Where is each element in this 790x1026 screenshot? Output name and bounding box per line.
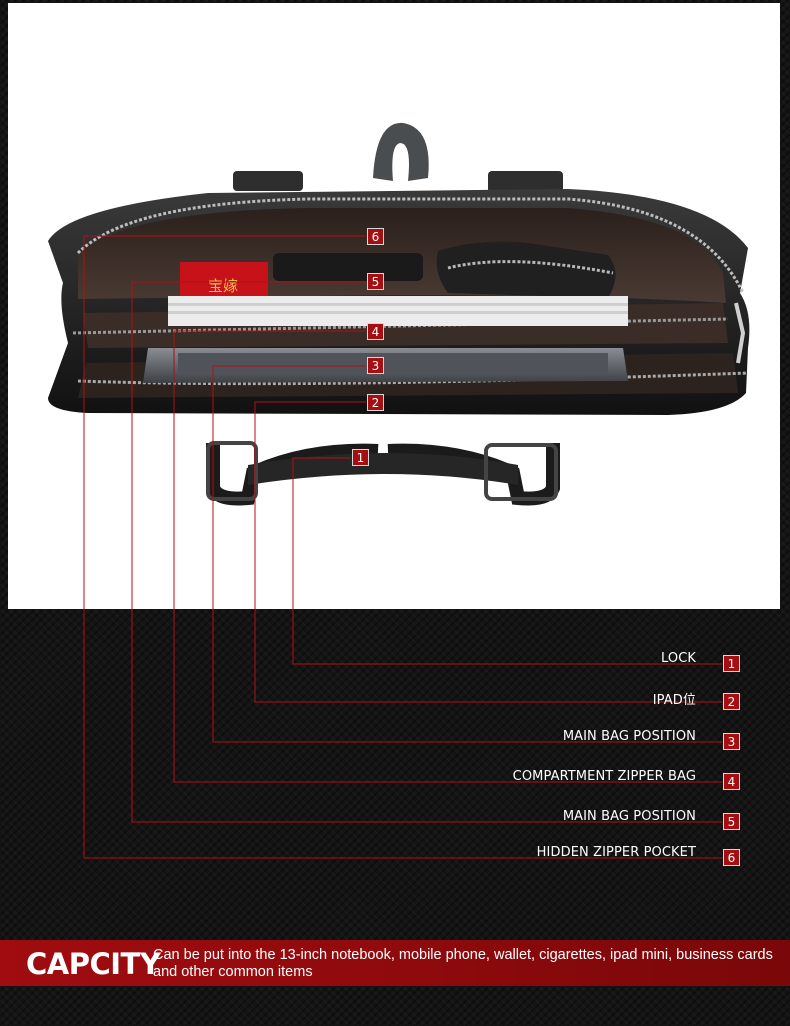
photo-badge-2: 2 [367,394,384,411]
top-strap [373,122,429,181]
photo-badge-5: 5 [367,273,384,290]
legend-label-lock: LOCK [660,651,696,666]
legend-badge-4: 4 [723,773,740,790]
photo-badge-6: 6 [367,228,384,245]
legend-label-compartment: COMPARTMENT ZIPPER BAG [512,769,696,784]
banner-title: CAPCITY [26,947,161,981]
legend-badge-5: 5 [723,813,740,830]
card-text: 宝嫁 [208,277,238,295]
legend-label-ipad: IPAD位 [652,693,696,708]
legend-label-main-bag-2: MAIN BAG POSITION [562,809,696,824]
legend-badge-1: 1 [723,655,740,672]
legend-badge-2: 2 [723,693,740,710]
product-photo: 宝嫁 [8,3,780,609]
legend-label-main-bag: MAIN BAG POSITION [562,729,696,744]
photo-badge-4: 4 [367,323,384,340]
legend-label-hidden-pocket: HIDDEN ZIPPER POCKET [536,845,696,860]
capacity-banner: CAPCITY Can be put into the 13-inch note… [0,940,790,986]
photo-badge-1: 1 [352,449,369,466]
banner-description: Can be put into the 13-inch notebook, mo… [153,947,773,980]
legend-badge-3: 3 [723,733,740,750]
legend-badge-6: 6 [723,849,740,866]
photo-badge-3: 3 [367,357,384,374]
